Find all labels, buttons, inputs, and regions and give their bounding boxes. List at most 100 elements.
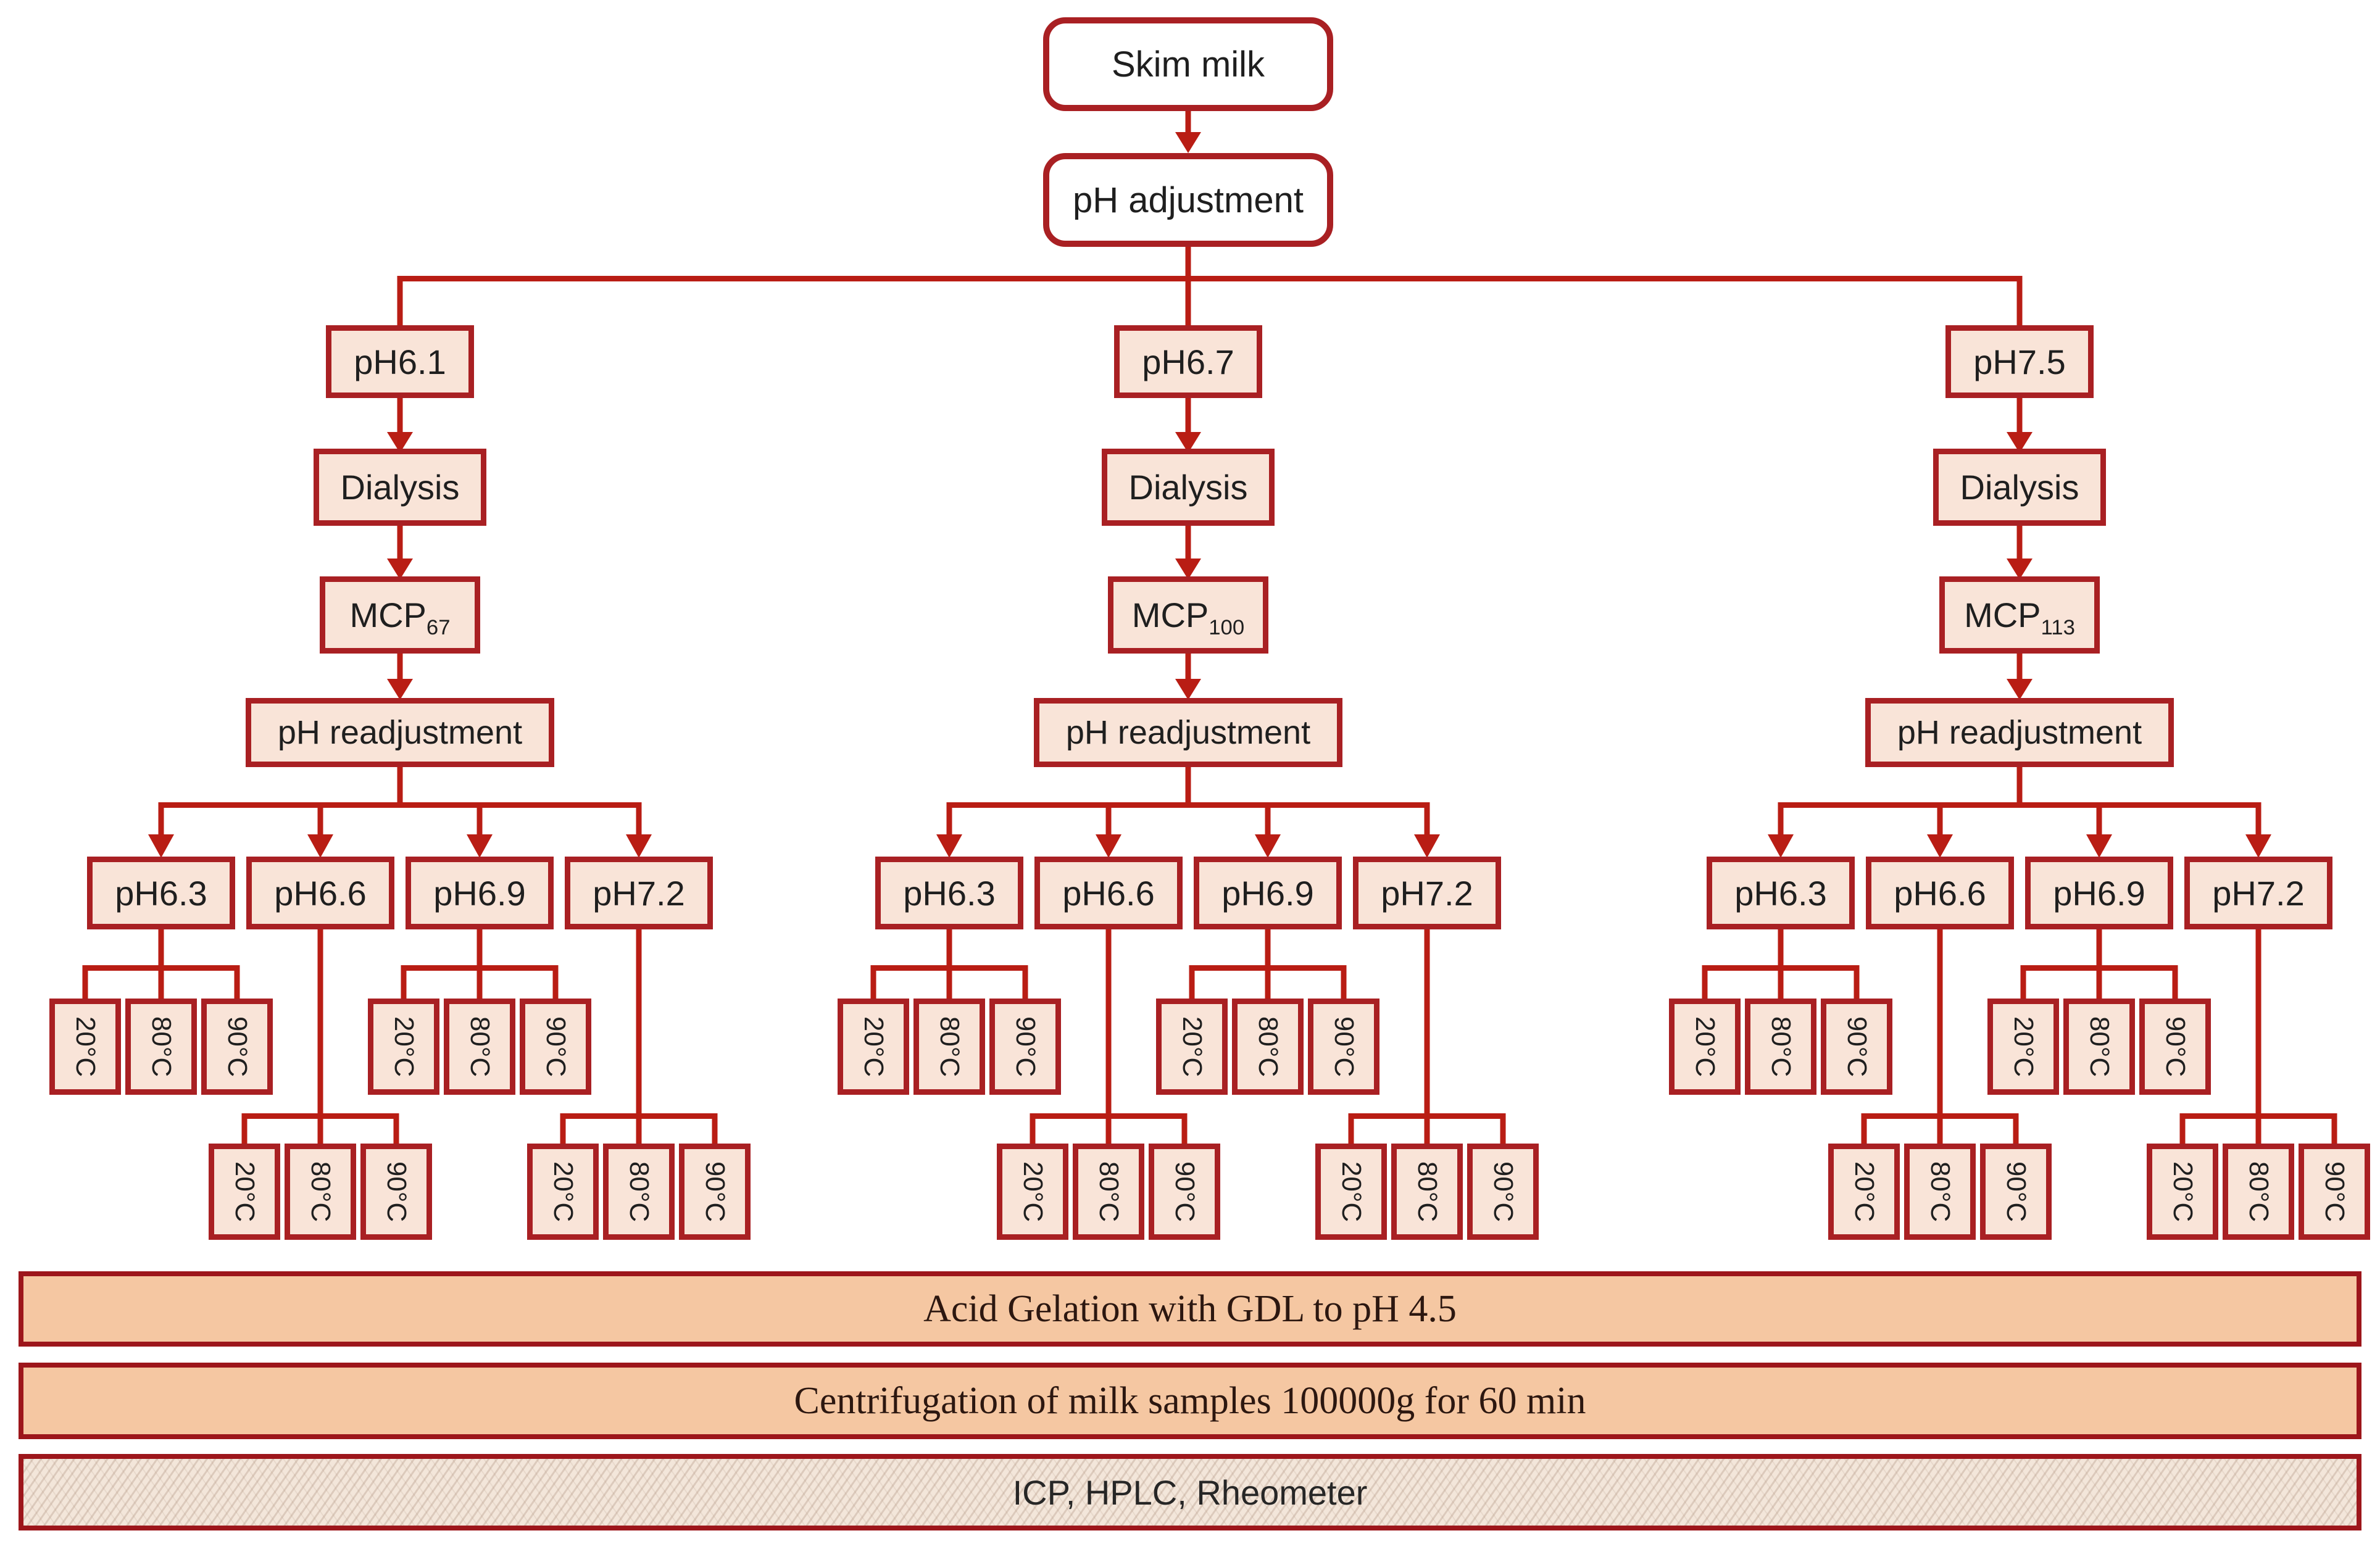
ph-target-box: pH6.9 <box>2025 857 2173 929</box>
ph-adjustment-box: pH adjustment <box>1043 153 1333 247</box>
initial-ph-box: pH6.1 <box>326 325 474 398</box>
temperature-box: 80°C <box>1073 1144 1144 1240</box>
mcp-label: MCP100 <box>1131 596 1245 640</box>
temperature-label: 20°C <box>230 1161 260 1223</box>
temperature-label: 90°C <box>1842 1016 1872 1078</box>
dialysis-label: Dialysis <box>340 468 460 507</box>
temperature-label: 90°C <box>700 1161 730 1223</box>
temperature-box: 90°C <box>201 999 273 1095</box>
temperature-label: 80°C <box>146 1016 177 1078</box>
ph-readjustment-box: pH readjustment <box>1865 698 2174 767</box>
temperature-label: 20°C <box>548 1161 578 1223</box>
dialysis-box: Dialysis <box>1933 449 2106 526</box>
temperature-label: 80°C <box>1766 1016 1796 1078</box>
ph-target-label: pH7.2 <box>593 873 685 913</box>
ph-readjustment-label: pH readjustment <box>1897 714 2142 751</box>
dialysis-box: Dialysis <box>314 449 486 526</box>
initial-ph-label: pH7.5 <box>1973 342 2066 381</box>
temperature-box: 20°C <box>368 999 439 1095</box>
temperature-box: 20°C <box>997 1144 1068 1240</box>
ph-adjustment-label: pH adjustment <box>1073 180 1304 220</box>
temperature-label: 90°C <box>2160 1016 2191 1078</box>
temperature-label: 90°C <box>1010 1016 1041 1078</box>
dialysis-label: Dialysis <box>1960 468 2079 507</box>
temperature-box: 20°C <box>209 1144 280 1240</box>
temperature-label: 80°C <box>306 1161 336 1223</box>
temperature-label: 20°C <box>1690 1016 1720 1078</box>
mcp-box: MCP113 <box>1939 576 2100 654</box>
mcp-label: MCP113 <box>1964 596 2075 640</box>
ph-target-box: pH7.2 <box>565 857 713 929</box>
mcp-box: MCP67 <box>320 576 480 654</box>
temperature-box: 80°C <box>285 1144 356 1240</box>
ph-target-label: pH6.3 <box>903 873 996 913</box>
temperature-label: 20°C <box>1849 1161 1879 1223</box>
temperature-label: 90°C <box>1170 1161 1200 1223</box>
temperature-box: 90°C <box>520 999 591 1095</box>
ph-target-label: pH6.9 <box>433 873 526 913</box>
temperature-label: 80°C <box>1253 1016 1283 1078</box>
mcp-subscript: 67 <box>426 616 451 640</box>
temperature-box: 20°C <box>838 999 909 1095</box>
temperature-label: 80°C <box>934 1016 965 1078</box>
initial-ph-label: pH6.7 <box>1142 342 1234 381</box>
temperature-label: 80°C <box>465 1016 495 1078</box>
skim-milk-label: Skim milk <box>1111 44 1265 85</box>
temperature-box: 80°C <box>1745 999 1816 1095</box>
temperature-label: 20°C <box>1018 1161 1048 1223</box>
ph-target-box: pH7.2 <box>2184 857 2332 929</box>
ph-readjustment-label: pH readjustment <box>1065 714 1311 751</box>
temperature-box: 80°C <box>125 999 197 1095</box>
ph-readjustment-box: pH readjustment <box>246 698 554 767</box>
ph-target-box: pH6.9 <box>406 857 554 929</box>
ph-target-label: pH6.6 <box>1894 873 1986 913</box>
mcp-box: MCP100 <box>1108 576 1268 654</box>
ph-target-box: pH6.6 <box>1866 857 2014 929</box>
temperature-box: 90°C <box>1149 1144 1220 1240</box>
analysis-methods-bar: ICP, HPLC, Rheometer <box>19 1454 2361 1530</box>
temperature-label: 90°C <box>381 1161 412 1223</box>
temperature-label: 80°C <box>2084 1016 2115 1078</box>
temperature-label: 90°C <box>541 1016 571 1078</box>
temperature-box: 80°C <box>2223 1144 2294 1240</box>
temperature-box: 90°C <box>1308 999 1379 1095</box>
dialysis-box: Dialysis <box>1102 449 1275 526</box>
temperature-box: 80°C <box>1904 1144 1976 1240</box>
ph-target-label: pH6.6 <box>274 873 367 913</box>
initial-ph-label: pH6.1 <box>354 342 446 381</box>
temperature-box: 90°C <box>1467 1144 1539 1240</box>
ph-target-label: pH7.2 <box>2212 873 2305 913</box>
ph-target-label: pH6.3 <box>115 873 207 913</box>
ph-target-label: pH7.2 <box>1381 873 1473 913</box>
ph-target-box: pH6.6 <box>1034 857 1183 929</box>
temperature-box: 20°C <box>527 1144 599 1240</box>
centrifugation-bar: Centrifugation of milk samples 100000g f… <box>19 1363 2361 1439</box>
skim-milk-box: Skim milk <box>1043 17 1333 111</box>
mcp-label: MCP67 <box>349 596 451 640</box>
mcp-subscript: 113 <box>2041 616 2075 640</box>
ph-target-box: pH6.3 <box>1707 857 1855 929</box>
ph-target-box: pH7.2 <box>1353 857 1501 929</box>
ph-target-label: pH6.6 <box>1062 873 1155 913</box>
ph-readjustment-box: pH readjustment <box>1034 698 1342 767</box>
temperature-label: 20°C <box>1336 1161 1367 1223</box>
temperature-label: 80°C <box>2244 1161 2274 1223</box>
ph-target-box: pH6.3 <box>875 857 1023 929</box>
temperature-label: 20°C <box>2168 1161 2198 1223</box>
initial-ph-box: pH6.7 <box>1114 325 1262 398</box>
temperature-box: 90°C <box>1821 999 1892 1095</box>
temperature-box: 20°C <box>1987 999 2059 1095</box>
temperature-box: 20°C <box>1156 999 1228 1095</box>
temperature-label: 20°C <box>389 1016 419 1078</box>
temperature-box: 90°C <box>360 1144 432 1240</box>
temperature-label: 20°C <box>859 1016 889 1078</box>
temperature-box: 90°C <box>2299 1144 2370 1240</box>
temperature-label: 20°C <box>1177 1016 1207 1078</box>
dialysis-label: Dialysis <box>1128 468 1248 507</box>
ph-target-box: pH6.3 <box>87 857 235 929</box>
temperature-box: 90°C <box>2139 999 2211 1095</box>
centrifugation-label: Centrifugation of milk samples 100000g f… <box>794 1379 1586 1422</box>
temperature-label: 80°C <box>1094 1161 1124 1223</box>
analysis-methods-label: ICP, HPLC, Rheometer <box>1012 1472 1368 1512</box>
